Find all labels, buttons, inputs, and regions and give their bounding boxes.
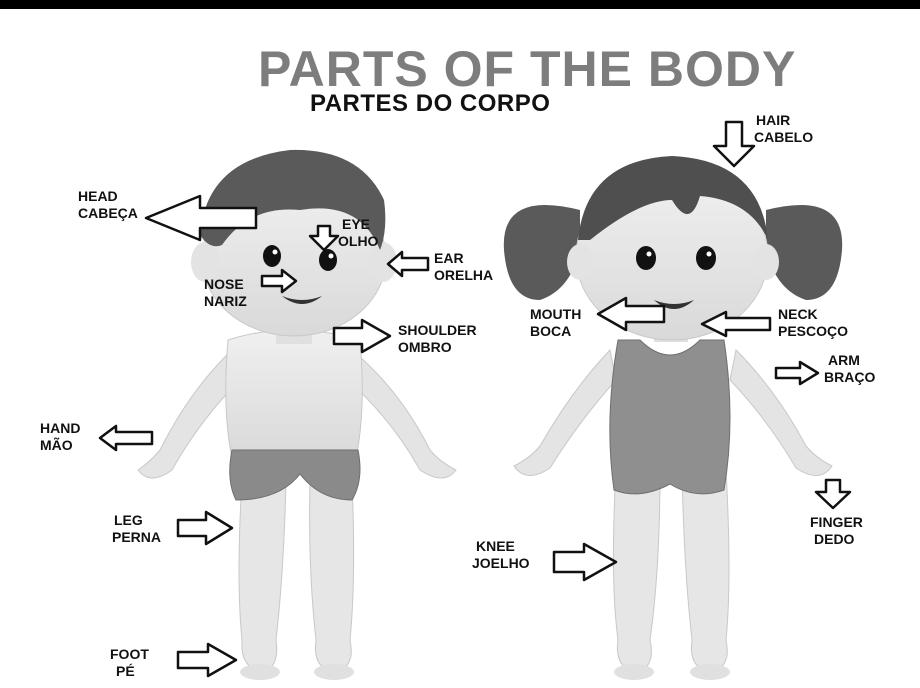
label-ear: EAR ORELHA: [434, 250, 493, 284]
label-hand-en: HAND: [40, 420, 80, 437]
hand-arrow-icon: [100, 426, 152, 450]
label-eye-en: EYE: [338, 216, 378, 233]
label-ear-en: EAR: [434, 250, 493, 267]
label-foot: FOOT PÉ: [110, 646, 149, 680]
finger-arrow-icon: [816, 480, 850, 508]
label-head-pt: CABEÇA: [78, 205, 138, 222]
label-hair-pt: CABELO: [754, 129, 813, 146]
label-nose: NOSE NARIZ: [204, 276, 247, 310]
label-finger-pt: DEDO: [810, 531, 863, 548]
label-leg-pt: PERNA: [112, 529, 161, 546]
hair-arrow-icon: [714, 122, 754, 166]
label-head: HEAD CABEÇA: [78, 188, 138, 222]
label-nose-pt: NARIZ: [204, 293, 247, 310]
label-arm-pt: BRAÇO: [824, 369, 875, 386]
label-hand: HAND MÃO: [40, 420, 80, 454]
label-arm-en: ARM: [824, 352, 875, 369]
label-arm: ARM BRAÇO: [824, 352, 875, 386]
label-shoulder-pt: OMBRO: [398, 339, 477, 356]
knee-arrow-icon: [554, 544, 616, 580]
label-finger-en: FINGER: [810, 514, 863, 531]
leg-arrow-icon: [178, 512, 232, 544]
label-mouth-pt: BOCA: [530, 323, 581, 340]
label-foot-en: FOOT: [110, 646, 149, 663]
label-leg: LEG PERNA: [112, 512, 161, 546]
label-head-en: HEAD: [78, 188, 138, 205]
label-shoulder: SHOULDER OMBRO: [398, 322, 477, 356]
label-knee-pt: JOELHO: [472, 555, 530, 572]
label-neck: NECK PESCOÇO: [778, 306, 848, 340]
label-nose-en: NOSE: [204, 276, 247, 293]
label-leg-en: LEG: [112, 512, 161, 529]
label-hair: HAIR CABELO: [754, 112, 813, 146]
label-neck-en: NECK: [778, 306, 848, 323]
label-mouth: MOUTH BOCA: [530, 306, 581, 340]
girl-figure: [504, 156, 842, 680]
label-eye: EYE OLHO: [338, 216, 378, 250]
label-knee: KNEE JOELHO: [472, 538, 530, 572]
label-ear-pt: ORELHA: [434, 267, 493, 284]
foot-arrow-icon: [178, 644, 236, 676]
label-mouth-en: MOUTH: [530, 306, 581, 323]
label-knee-en: KNEE: [472, 538, 530, 555]
label-hand-pt: MÃO: [40, 437, 80, 454]
label-neck-pt: PESCOÇO: [778, 323, 848, 340]
label-shoulder-en: SHOULDER: [398, 322, 477, 339]
label-foot-pt: PÉ: [110, 663, 149, 680]
label-hair-en: HAIR: [754, 112, 813, 129]
label-eye-pt: OLHO: [338, 233, 378, 250]
label-finger: FINGER DEDO: [810, 514, 863, 548]
arm-arrow-icon: [776, 362, 818, 384]
